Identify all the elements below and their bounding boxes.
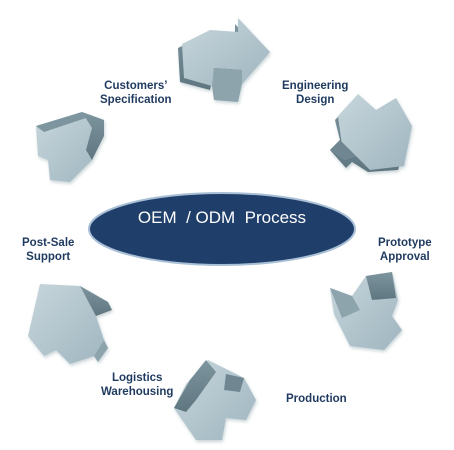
step-label-logistics-warehousing: Logistics Warehousing (101, 371, 173, 399)
arrow-icon (174, 360, 256, 440)
arrow-icon (178, 18, 270, 102)
step-label-line: Production (286, 393, 347, 405)
center-ellipse (88, 192, 356, 266)
arrow-icon (36, 112, 104, 182)
step-label-line: Prototype (378, 237, 432, 249)
arrow-icon (330, 94, 412, 172)
step-label-line: Specification (100, 94, 172, 106)
step-label-prototype-approval: Prototype Approval (378, 236, 432, 264)
step-label-engineering-design: Engineering Design (282, 79, 348, 107)
step-label-customers-specification: Customers’ Specification (100, 79, 172, 107)
arrow-icon (330, 272, 402, 350)
step-label-line: Engineering (282, 80, 349, 92)
arrow-icon (28, 284, 112, 364)
step-label-line: Support (26, 251, 71, 263)
step-label-line: Approval (379, 251, 430, 263)
center-title: OEM / ODM Process (137, 208, 307, 227)
step-label-line: Customers’ (104, 80, 168, 92)
step-label-production: Production (286, 392, 347, 406)
step-label-line: Post-Sale (22, 237, 75, 249)
step-label-post-sale-support: Post-Sale Support (22, 236, 74, 264)
step-label-line: Design (296, 94, 335, 106)
step-label-line: Warehousing (101, 386, 174, 398)
step-label-line: Logistics (111, 372, 163, 384)
